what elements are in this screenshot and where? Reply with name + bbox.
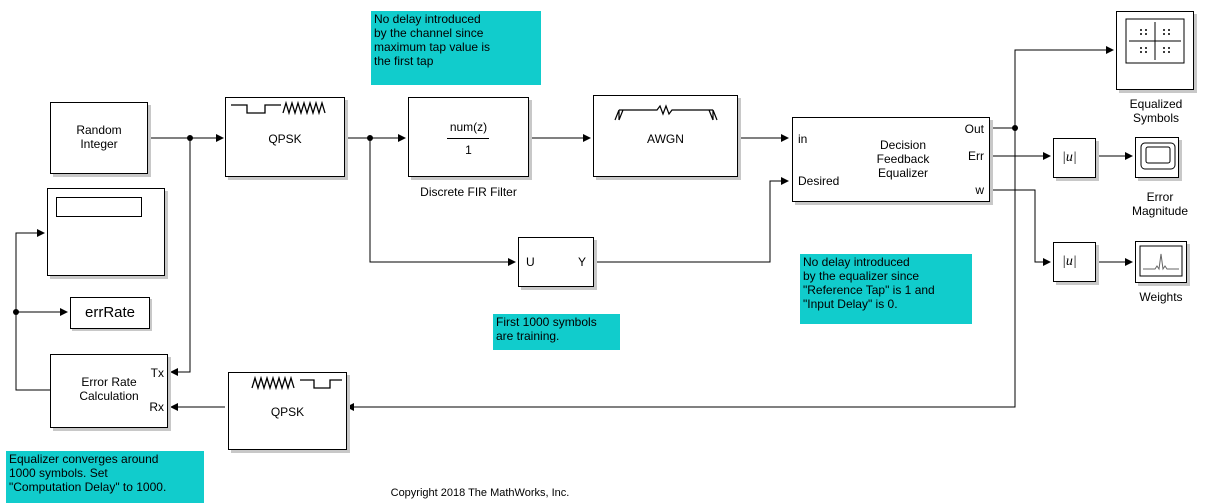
fir-filter-name: Discrete FIR Filter: [420, 185, 517, 199]
converges-note: Equalizer converges around 1000 symbols.…: [6, 451, 204, 503]
error-rate-calculation-block[interactable]: Error Rate Calculation Tx Rx: [50, 354, 168, 428]
erc-port-tx: Tx: [150, 366, 164, 380]
channel-delay-note: No delay introduced by the channel since…: [371, 11, 541, 85]
constellation-icon: [1125, 18, 1185, 64]
errrate-goto-block[interactable]: errRate: [70, 297, 150, 329]
dfe-port-out: Out: [964, 122, 984, 136]
fir-fraction-bar: [447, 138, 489, 139]
scope-icon: [1140, 142, 1176, 170]
weights-scope-block[interactable]: [1135, 241, 1187, 283]
erc-port-rx: Rx: [149, 400, 164, 414]
errrate-label: errRate: [84, 304, 136, 321]
dfe-port-desired: Desired: [798, 174, 840, 188]
abs-err-block[interactable]: |u|: [1053, 138, 1096, 178]
qpsk-demod-waveform-icon: [251, 375, 342, 391]
spectrum-icon: [1139, 245, 1183, 277]
selector-port-u: U: [526, 255, 535, 269]
awgn-channel-block[interactable]: AWGN: [593, 95, 738, 177]
copyright-text: Copyright 2018 The MathWorks, Inc.: [390, 487, 570, 499]
random-integer-label: Random Integer: [76, 123, 122, 151]
qpsk-modulator-block[interactable]: QPSK: [225, 97, 345, 177]
abs-err-label: |u|: [1062, 150, 1077, 165]
equalized-symbols-label: Equalized Symbols: [1129, 97, 1183, 125]
fir-numerator: num(z): [449, 120, 488, 134]
qpsk-demodulator-label: QPSK: [270, 405, 305, 419]
equalizer-delay-note: No delay introduced by the equalizer sin…: [800, 254, 972, 324]
abs-w-label: |u|: [1062, 254, 1077, 269]
error-rate-display-block[interactable]: [47, 188, 165, 276]
discrete-fir-filter-block[interactable]: num(z) 1: [408, 97, 529, 177]
qpsk-demodulator-block[interactable]: QPSK: [228, 372, 347, 450]
dfe-port-err: Err: [968, 149, 984, 163]
error-rate-calculation-label: Error Rate Calculation: [79, 375, 139, 403]
equalized-symbols-scope-block[interactable]: [1116, 11, 1194, 90]
dfe-title: Decision Feedback Equalizer: [876, 138, 930, 180]
awgn-label: AWGN: [647, 132, 684, 146]
selector-port-y: Y: [577, 255, 586, 269]
training-note: First 1000 symbols are training.: [493, 314, 620, 350]
selector-block[interactable]: U Y: [518, 237, 594, 287]
qpsk-modulator-label: QPSK: [268, 132, 302, 146]
dfe-port-w: w: [975, 183, 984, 197]
weights-label: Weights: [1139, 290, 1183, 304]
fir-denominator: 1: [465, 143, 472, 157]
abs-w-block[interactable]: |u|: [1053, 242, 1096, 282]
random-integer-block[interactable]: Random Integer: [50, 102, 148, 174]
decision-feedback-equalizer-block[interactable]: Decision Feedback Equalizer in Desired O…: [792, 117, 990, 202]
error-magnitude-label: Error Magnitude: [1131, 190, 1189, 218]
qpsk-waveform-icon: [231, 100, 326, 116]
dfe-port-in: in: [798, 132, 808, 146]
error-magnitude-scope-block[interactable]: [1135, 137, 1179, 178]
awgn-channel-icon: [614, 104, 718, 121]
display-field: [56, 197, 142, 217]
